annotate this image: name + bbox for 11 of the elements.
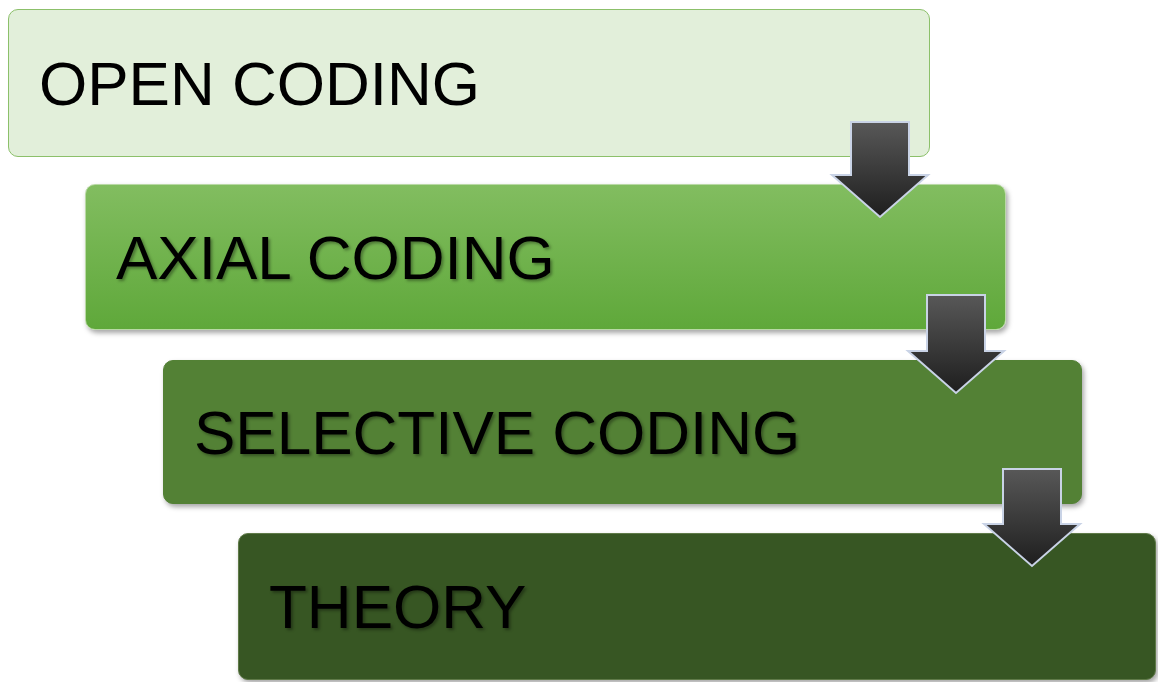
block-arrow (829, 121, 931, 219)
process-box (85, 184, 1006, 330)
step-label: THEORY (269, 571, 527, 642)
process-box (8, 9, 930, 157)
step-label: OPEN CODING (39, 47, 480, 119)
step-label: AXIAL CODING (116, 221, 555, 293)
block-arrow (905, 294, 1007, 395)
process-box (163, 360, 1082, 504)
process-box (238, 533, 1156, 680)
block-arrow (981, 468, 1083, 568)
step-label: SELECTIVE CODING (194, 396, 801, 468)
